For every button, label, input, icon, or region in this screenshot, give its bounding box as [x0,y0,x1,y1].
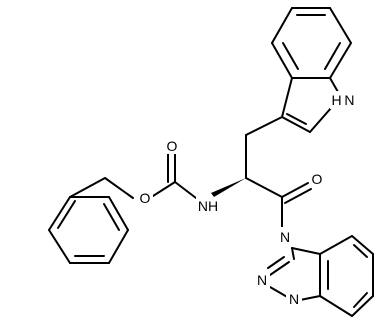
indole-benzene-ring [271,7,352,79]
carbamate-carbonyl-oxygen-label: O [167,138,178,154]
atom-label-n3: N [286,290,302,308]
benzotriazole-n1-label: N [280,229,290,245]
carbamate-bonds [69,149,197,199]
benzotriazole-ring [267,235,374,317]
benzotriazole-n2-label: N [257,272,267,288]
atom-label-n1: N [277,227,293,247]
atom-label-indole-nh: H N [330,91,355,109]
atom-label-carbamate-o-double: O [165,138,181,154]
indole-nh-label: H N [331,92,354,108]
atom-label-ketone-o: O [309,170,325,188]
carbamate-nh-label: NH [198,198,218,214]
atom-label-carbamate-nh: NH [196,197,222,215]
ester-oxygen-label: O [140,190,151,206]
atom-label-n2: N [254,271,270,289]
benzyl-phenyl-ring [48,196,129,264]
ketone-oxygen-label: O [312,171,323,187]
indole-pyrrole-ring [281,77,339,133]
acyl-bonds [245,177,312,229]
stereo-wedge-bond [211,178,246,197]
benzotriazole-n3-label: N [289,291,299,307]
side-chain-bonds [245,116,283,179]
atom-label-ester-o: O [137,189,153,207]
